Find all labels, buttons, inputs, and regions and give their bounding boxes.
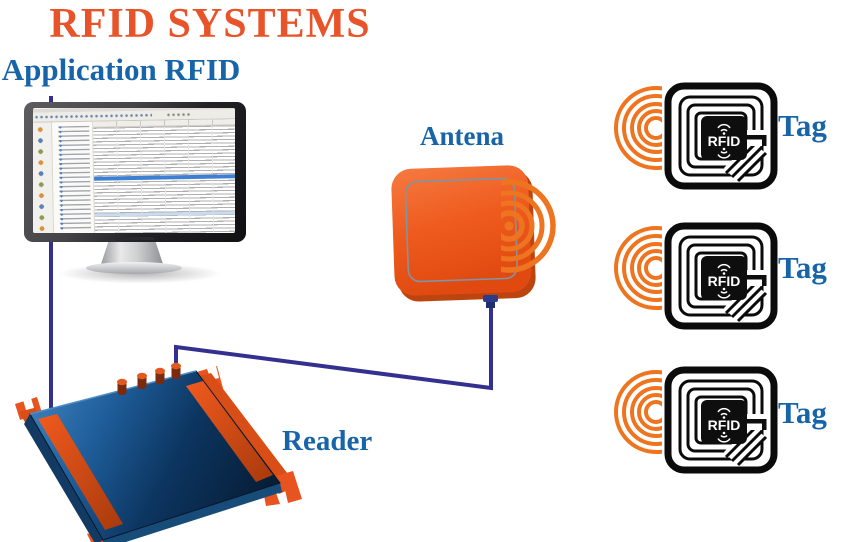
rfid-application-window: [33, 108, 235, 233]
rfid-chip: [701, 116, 747, 160]
antenna-label: Antena: [419, 121, 504, 151]
reader-label: Reader: [282, 425, 373, 457]
wifi-icon: [717, 407, 731, 416]
tag-coil: [664, 222, 778, 330]
wifi-icon: [717, 123, 731, 132]
rfid-chip: [701, 400, 747, 444]
chip-lead: [742, 135, 766, 140]
coil-diagonals: [724, 423, 768, 467]
selected-row: [94, 174, 235, 181]
wave-origin-dot: [504, 221, 514, 231]
reader-side-face: [24, 414, 103, 542]
radio-waves-icon: [614, 370, 662, 454]
wifi-icon: [717, 434, 731, 443]
application-label: Application RFID: [1, 52, 241, 87]
coil-gap: [724, 280, 765, 321]
tag-coil: [664, 366, 778, 474]
app-data-table: [93, 119, 235, 233]
tag-label: Tag: [778, 250, 827, 285]
chip-lead: [742, 419, 766, 424]
toolbar-icons: [34, 112, 153, 120]
wifi-dot: [722, 132, 726, 135]
antenna-connector: [483, 295, 498, 308]
monitor-bezel-notch: [116, 237, 154, 240]
app-tree-panel: [52, 121, 96, 233]
coil-diagonals: [724, 279, 768, 323]
tag-label: Tag: [778, 108, 827, 143]
rfid-reader-device: [15, 362, 302, 542]
antenna-ports: [117, 362, 181, 395]
wifi-dot: [722, 272, 726, 275]
chip-label: RFID: [708, 273, 741, 289]
chip-lead: [742, 275, 766, 280]
page-title: RFID SYSTEMS: [49, 1, 371, 47]
radio-waves-icon: [614, 226, 662, 310]
reader-top-face: [29, 370, 281, 541]
coil-lead-gap: [744, 130, 770, 146]
wifi-dot: [722, 431, 726, 435]
toolbar-icons: [165, 111, 193, 118]
coil-gap: [724, 424, 765, 465]
table-rows: [93, 125, 235, 233]
chip-lead: [762, 275, 767, 286]
wifi-dot: [722, 147, 726, 151]
chip-label: RFID: [708, 417, 741, 433]
tag-coil: [664, 82, 778, 190]
coil-lead-gap: [744, 270, 770, 286]
reader-bottom-face: [103, 483, 282, 542]
monitor: [24, 102, 246, 242]
antenna-panel: [391, 165, 536, 302]
coil-gap: [724, 140, 765, 181]
monitor-screen: [33, 108, 235, 233]
wifi-icon: [717, 290, 731, 299]
app-sidebar-icons: [33, 122, 55, 233]
coil-lead-gap: [744, 414, 770, 430]
antenna-device: [391, 165, 556, 308]
monitor-stand-base: [86, 262, 182, 274]
radio-waves-icon: [501, 179, 556, 273]
chip-lead: [762, 419, 767, 430]
coil-diagonals: [724, 139, 768, 183]
reader-edge-highlight: [29, 370, 197, 415]
tag-label: Tag: [778, 395, 827, 430]
reader-left-rail: [38, 414, 123, 530]
rfid-chip: [701, 256, 747, 300]
cable-reader-to-antenna: [174, 300, 493, 391]
wifi-dot: [722, 287, 726, 291]
reader-right-rail: [186, 381, 273, 482]
chip-label: RFID: [708, 133, 741, 149]
shaded-row: [94, 211, 235, 218]
wifi-icon: [717, 263, 731, 272]
chip-lead: [762, 135, 767, 146]
radio-waves-icon: [614, 86, 662, 170]
wifi-icon: [717, 150, 731, 159]
wifi-dot: [722, 416, 726, 419]
tree-items: [58, 125, 92, 232]
reader-left-bracket: [15, 397, 127, 542]
